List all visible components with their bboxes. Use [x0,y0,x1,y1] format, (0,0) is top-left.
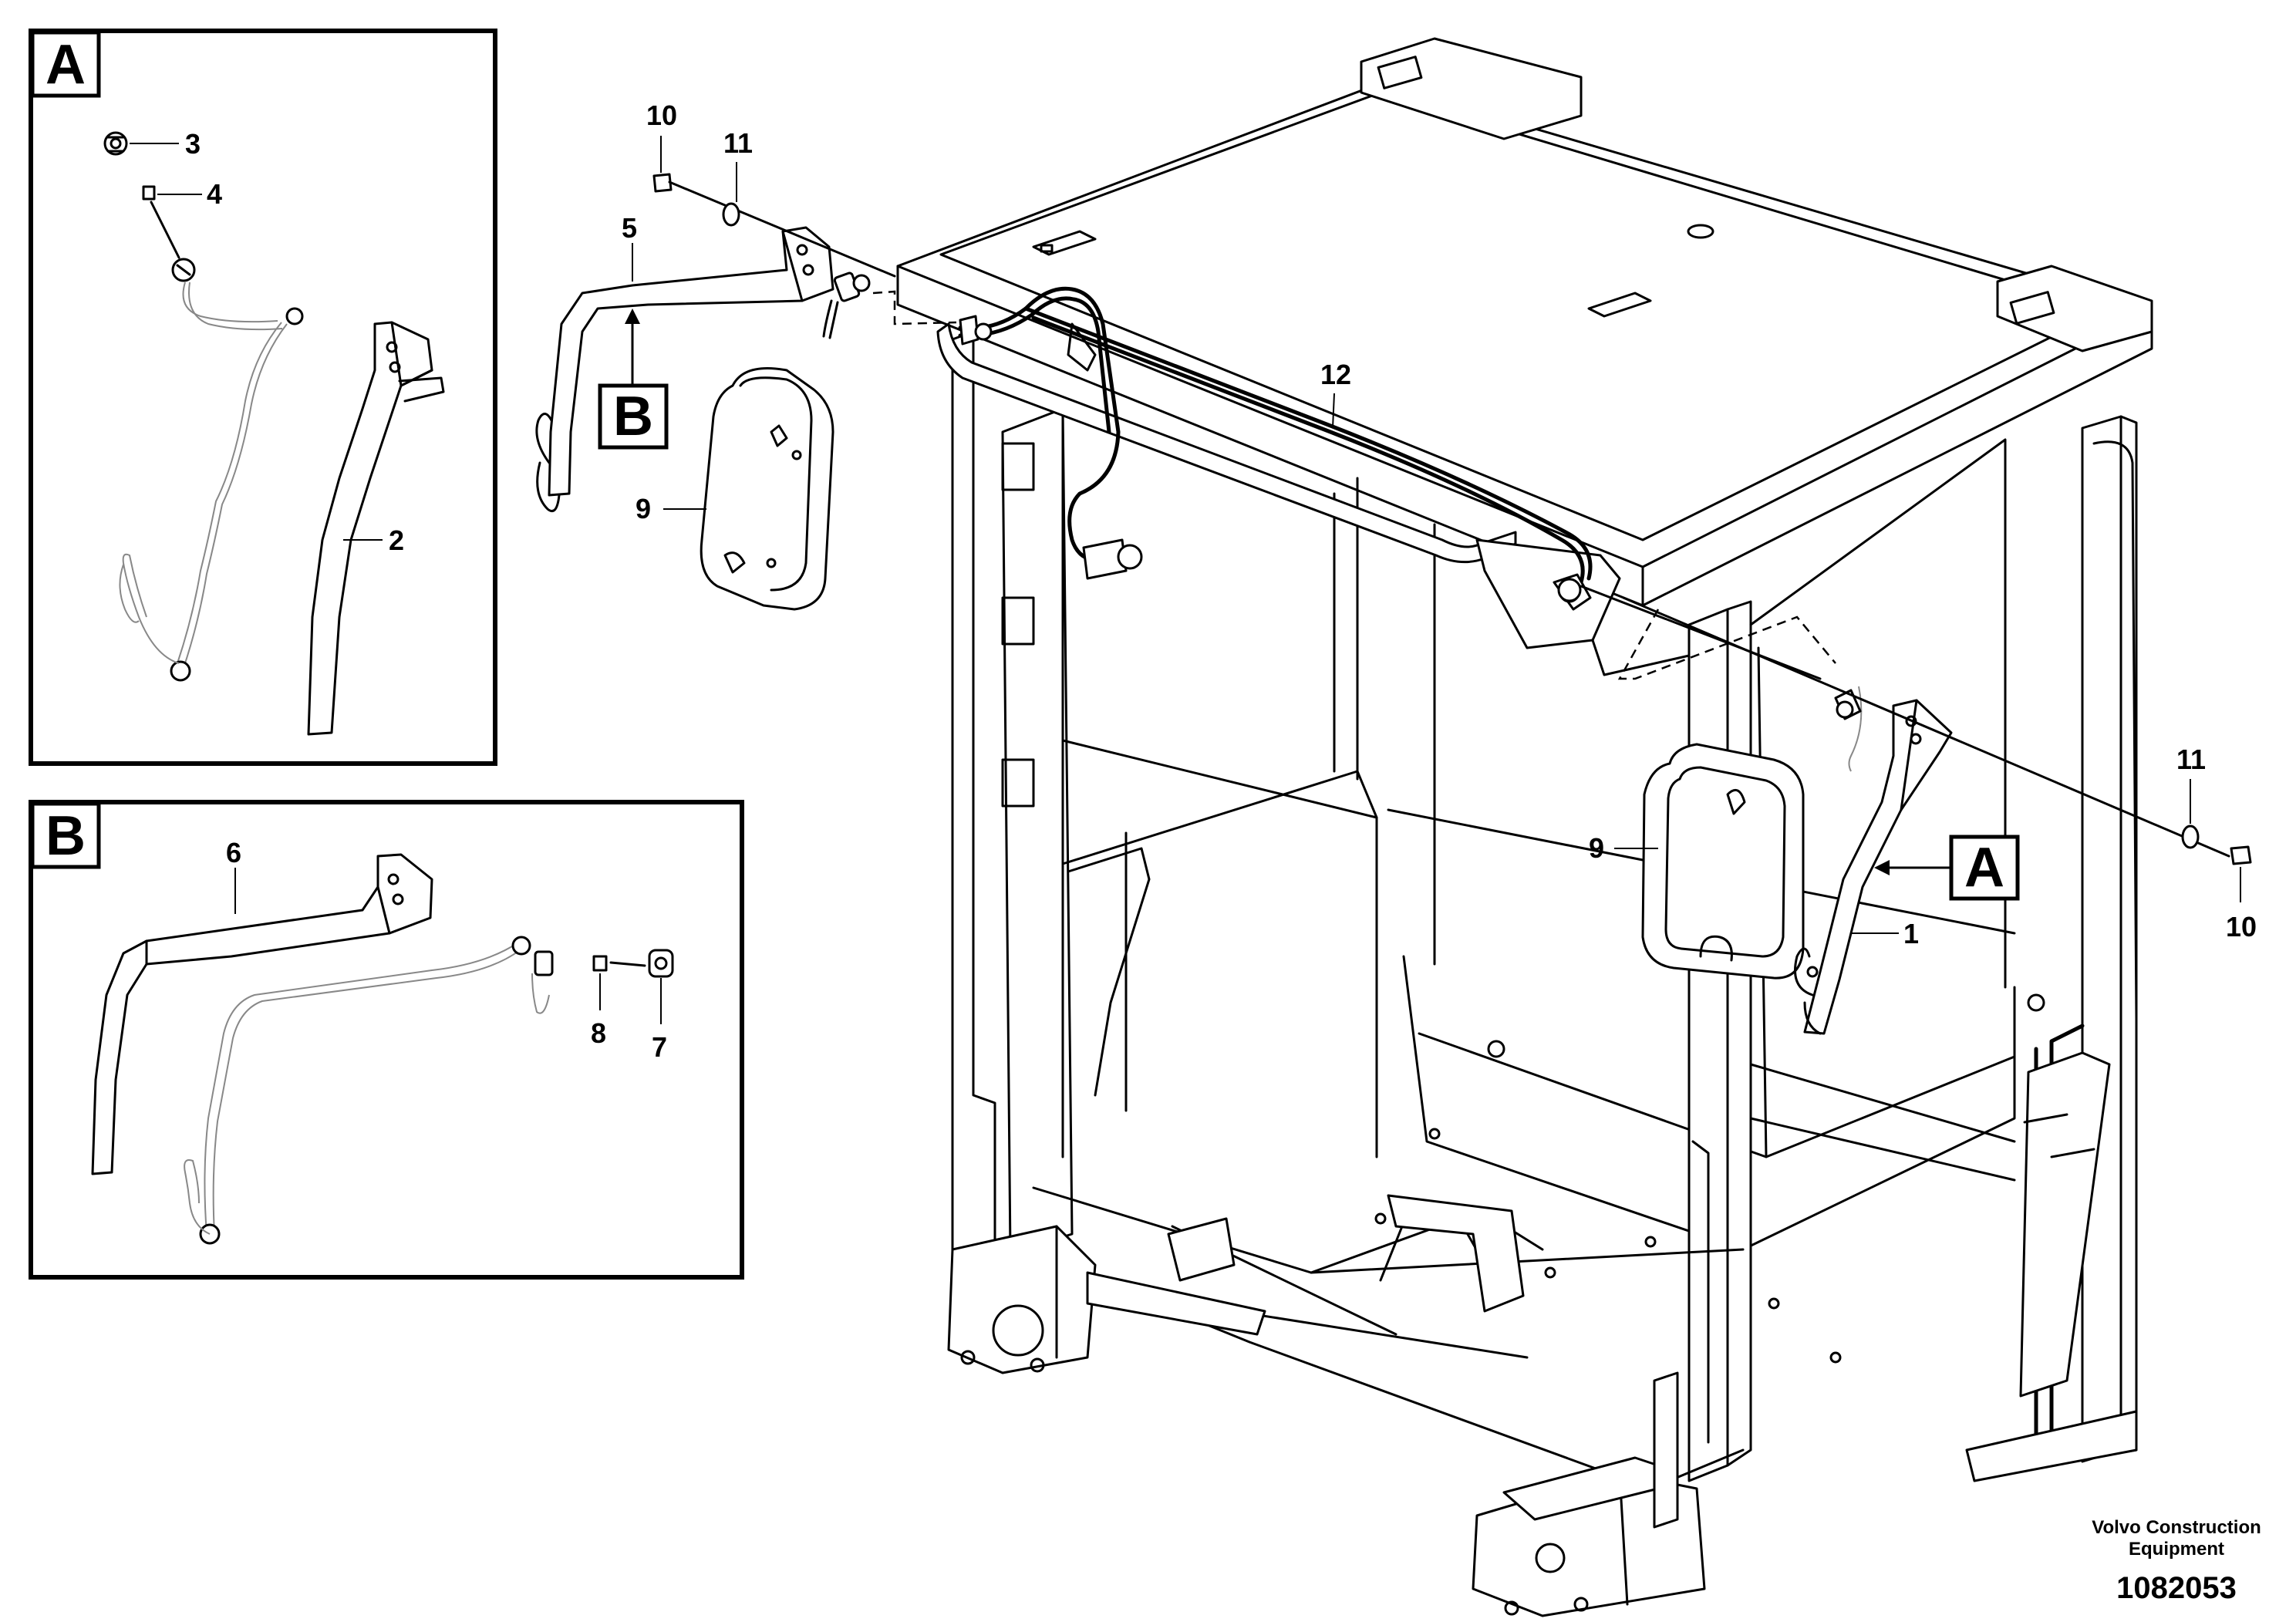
inset-a: A 3 4 [29,29,497,766]
drawing-number: 1082053 [2116,1571,2237,1605]
mirror-arm-part-2 [307,321,445,736]
bolt-part-10-top [652,173,896,278]
frame-holes [1374,966,2045,1364]
knob-part-3 [103,131,128,156]
nut-part-8 [592,955,608,972]
nut-part-4 [142,185,156,201]
view-b-indicator: B [598,309,669,450]
inset-b-letter: B [46,805,86,867]
callout-9-left: 9 [636,493,651,524]
callout-3: 3 [185,128,201,160]
left-mirror-cable [822,271,871,339]
cable-connector-b [199,936,554,1245]
callout-10-right: 10 [2226,911,2257,943]
view-ref-a: A [1964,837,2004,899]
callout-2: 2 [389,524,404,556]
callout-5: 5 [622,212,637,244]
view-a-indicator: A [1874,835,2020,901]
company-line-1: Volvo Construction [2092,1517,2261,1538]
cable-end-fitting [170,307,304,682]
mirror-arm-part-5 [535,226,834,513]
bolt-part-10-right [2230,845,2252,865]
callout-4: 4 [207,178,222,210]
callout-9-right: 9 [1589,832,1604,864]
callout-12: 12 [1320,359,1351,390]
callout-10-top: 10 [646,99,677,131]
mirror-arm-part-1 [1794,686,1953,1035]
callout-11-right: 11 [2176,744,2206,775]
inset-a-letter: A [46,34,86,96]
inset-b: B 6 8 [29,800,744,1280]
washer-part-11-top [722,202,740,227]
company-line-2: Equipment [2129,1539,2224,1560]
washer-part-11-right [2181,824,2200,849]
mirror-part-9-left [700,367,834,611]
view-ref-b: B [613,386,653,447]
cable-connector-a [171,258,196,282]
knob-part-7 [609,949,674,978]
callout-7: 7 [652,1031,667,1063]
mirror-part-9-right [1641,743,1805,980]
footer-block: Volvo Construction Equipment 1082053 [2092,1517,2261,1605]
cab-frame [896,37,2153,1617]
callout-1: 1 [1903,918,1919,949]
mirror-arm-part-6 [91,853,433,1175]
callout-11-top: 11 [723,127,753,159]
callout-8: 8 [591,1017,606,1049]
right-mirror-cable [1557,578,1862,720]
callout-6: 6 [226,837,241,868]
